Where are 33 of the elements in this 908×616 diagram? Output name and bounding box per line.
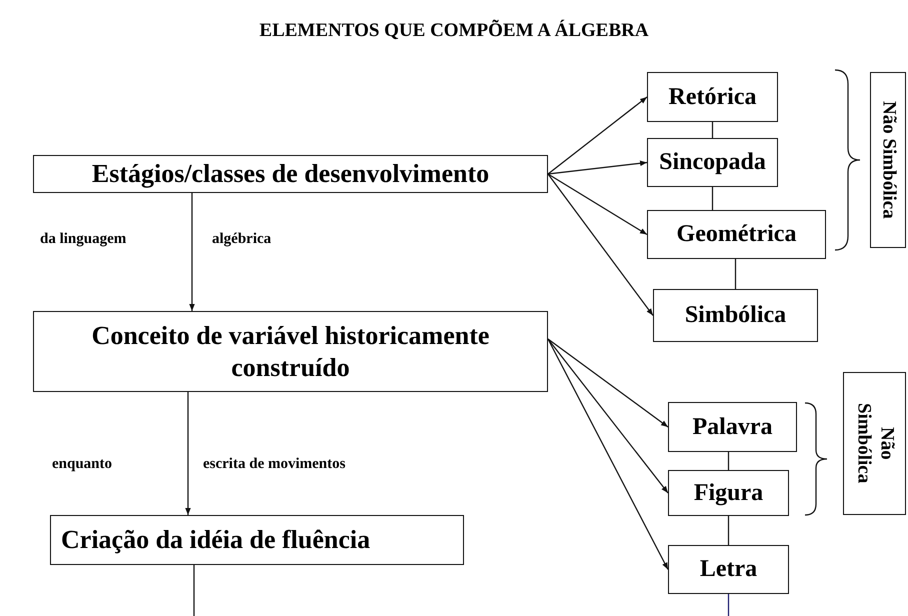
text-box: Estágios/classes de desenvolvimento	[33, 155, 548, 193]
connector-line	[728, 516, 730, 545]
vertical-label-box: Não Simbólica	[870, 72, 906, 248]
text-box: Palavra	[668, 402, 797, 452]
text-box: Simbólica	[653, 289, 818, 342]
arrow	[548, 160, 648, 175]
connector-line	[734, 259, 736, 289]
arrow	[548, 173, 648, 236]
diagram-title: ELEMENTOS QUE COMPÕEM A ÁLGEBRA	[258, 20, 650, 42]
text-box: Criação da idéia de fluência	[50, 515, 464, 565]
text-box: Figura	[668, 470, 789, 516]
annotation-text: algébrica	[212, 231, 272, 248]
annotation-text: da linguagem	[40, 231, 126, 248]
arrow	[185, 392, 191, 515]
annotation-text: escrita de movimentos	[203, 456, 346, 473]
annotation-text: enquanto	[52, 456, 112, 473]
text-box: Letra	[668, 545, 789, 594]
text-box: Retórica	[647, 72, 778, 122]
arrow	[547, 338, 669, 570]
arrow	[548, 338, 668, 428]
connector-line	[193, 565, 195, 616]
text-box: Geométrica	[647, 210, 826, 259]
arrow	[548, 174, 654, 316]
connector-line	[728, 452, 730, 470]
text-box: Conceito de variável historicamente construído	[33, 311, 548, 392]
arrow	[548, 96, 648, 174]
connector-line	[728, 594, 730, 616]
vertical-label-box: Não Simbólica	[843, 372, 906, 515]
arrow	[189, 193, 195, 311]
connector-line	[712, 187, 714, 210]
text-box: Sincopada	[647, 138, 778, 187]
arrow	[548, 338, 668, 494]
connector-line	[712, 122, 714, 138]
